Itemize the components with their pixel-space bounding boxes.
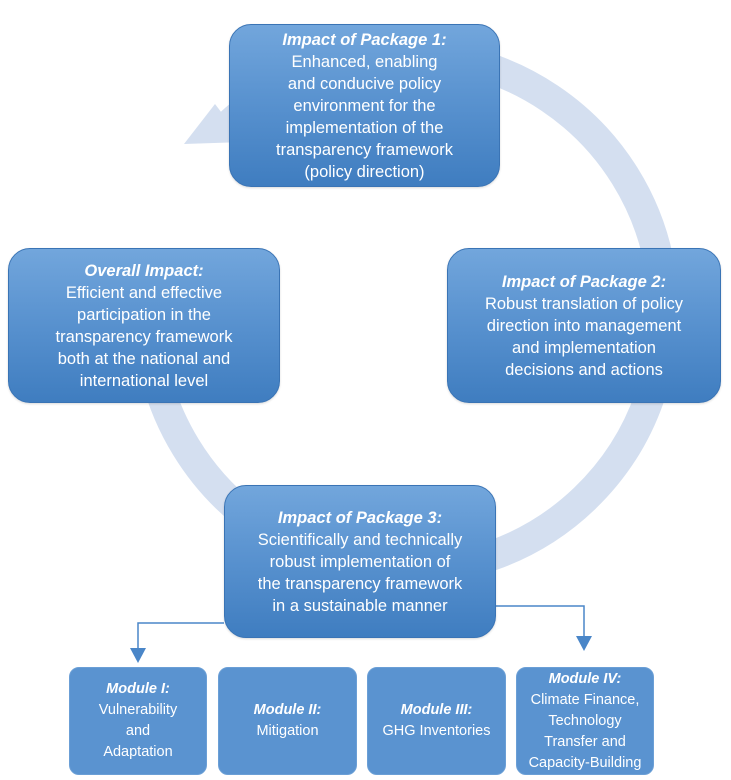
module-2-text: Mitigation [256,723,319,739]
module-2-box: Module II: Mitigation [218,667,357,775]
overall-impact-title: Overall Impact: [84,261,204,280]
overall-impact-box: Overall Impact: Efficient and effective … [8,248,280,403]
package-3-title: Impact of Package 3: [277,508,443,527]
module-4-title: Module IV: [548,670,622,687]
package-3-text: Scientifically and technically robust im… [257,530,463,615]
package-3-box: Impact of Package 3: Scientifically and … [224,485,496,638]
package-2-box: Impact of Package 2: Robust translation … [447,248,721,403]
module-3-text: GHG Inventories [382,723,491,739]
module-1-box: Module I: Vulnerability and Adaptation [69,667,207,775]
module-3-title: Module III: [400,702,473,718]
module-2-title: Module II: [253,702,322,718]
connector-right [494,605,585,638]
package-2-title: Impact of Package 2: [501,272,667,291]
package-1-title: Impact of Package 1: [282,30,447,49]
overall-impact-text: Efficient and effective participation in… [55,283,233,390]
package-1-box: Impact of Package 1: Enhanced, enabling … [229,24,500,187]
module-4-text: Climate Finance, Technology Transfer and… [528,691,642,771]
package-1-text: Enhanced, enabling and conducive policy … [276,52,453,181]
connector-right-arrowhead [576,636,592,651]
module-4-box: Module IV: Climate Finance, Technology T… [516,667,654,775]
module-1-title: Module I: [106,681,170,697]
module-1-text: Vulnerability and Adaptation [98,702,178,760]
connector-left [137,622,224,652]
package-2-text: Robust translation of policy direction i… [484,294,684,379]
connector-left-arrowhead [130,648,146,663]
module-3-box: Module III: GHG Inventories [367,667,506,775]
